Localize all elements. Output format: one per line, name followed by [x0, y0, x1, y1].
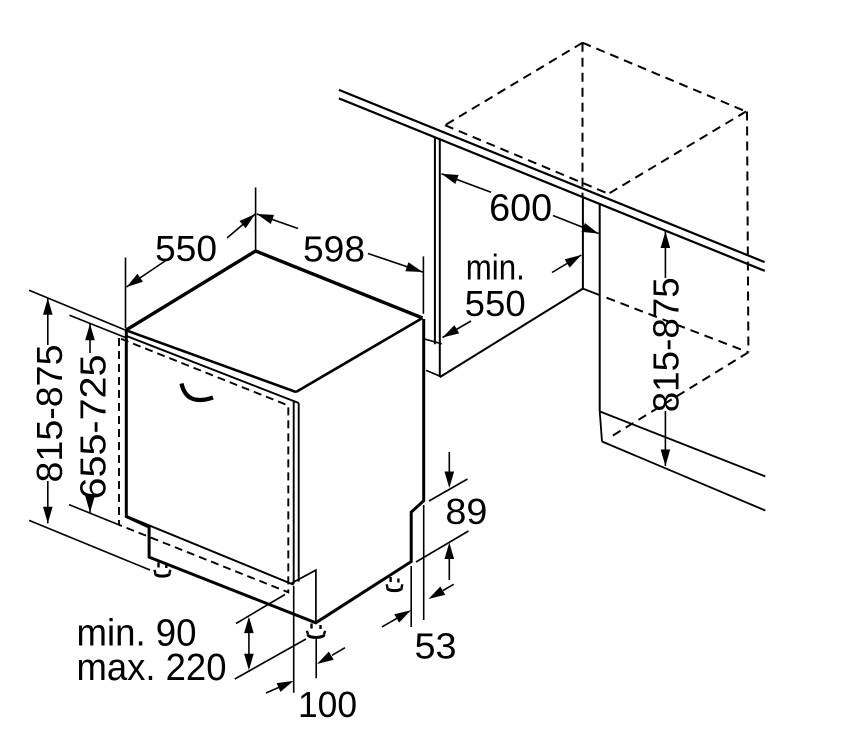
- svg-text:815-875: 815-875: [29, 345, 70, 483]
- svg-text:550: 550: [155, 228, 217, 269]
- svg-text:53: 53: [415, 625, 457, 666]
- svg-text:598: 598: [303, 229, 365, 270]
- svg-text:min. 90: min. 90: [77, 612, 197, 654]
- svg-text:89: 89: [445, 491, 487, 532]
- svg-text:100: 100: [298, 684, 357, 725]
- svg-text:min.: min.: [466, 247, 525, 288]
- svg-text:max. 220: max. 220: [77, 647, 227, 689]
- svg-text:550: 550: [465, 283, 526, 324]
- svg-text:815-875: 815-875: [646, 277, 687, 412]
- svg-text:600: 600: [489, 188, 552, 230]
- svg-text:655-725: 655-725: [73, 355, 114, 500]
